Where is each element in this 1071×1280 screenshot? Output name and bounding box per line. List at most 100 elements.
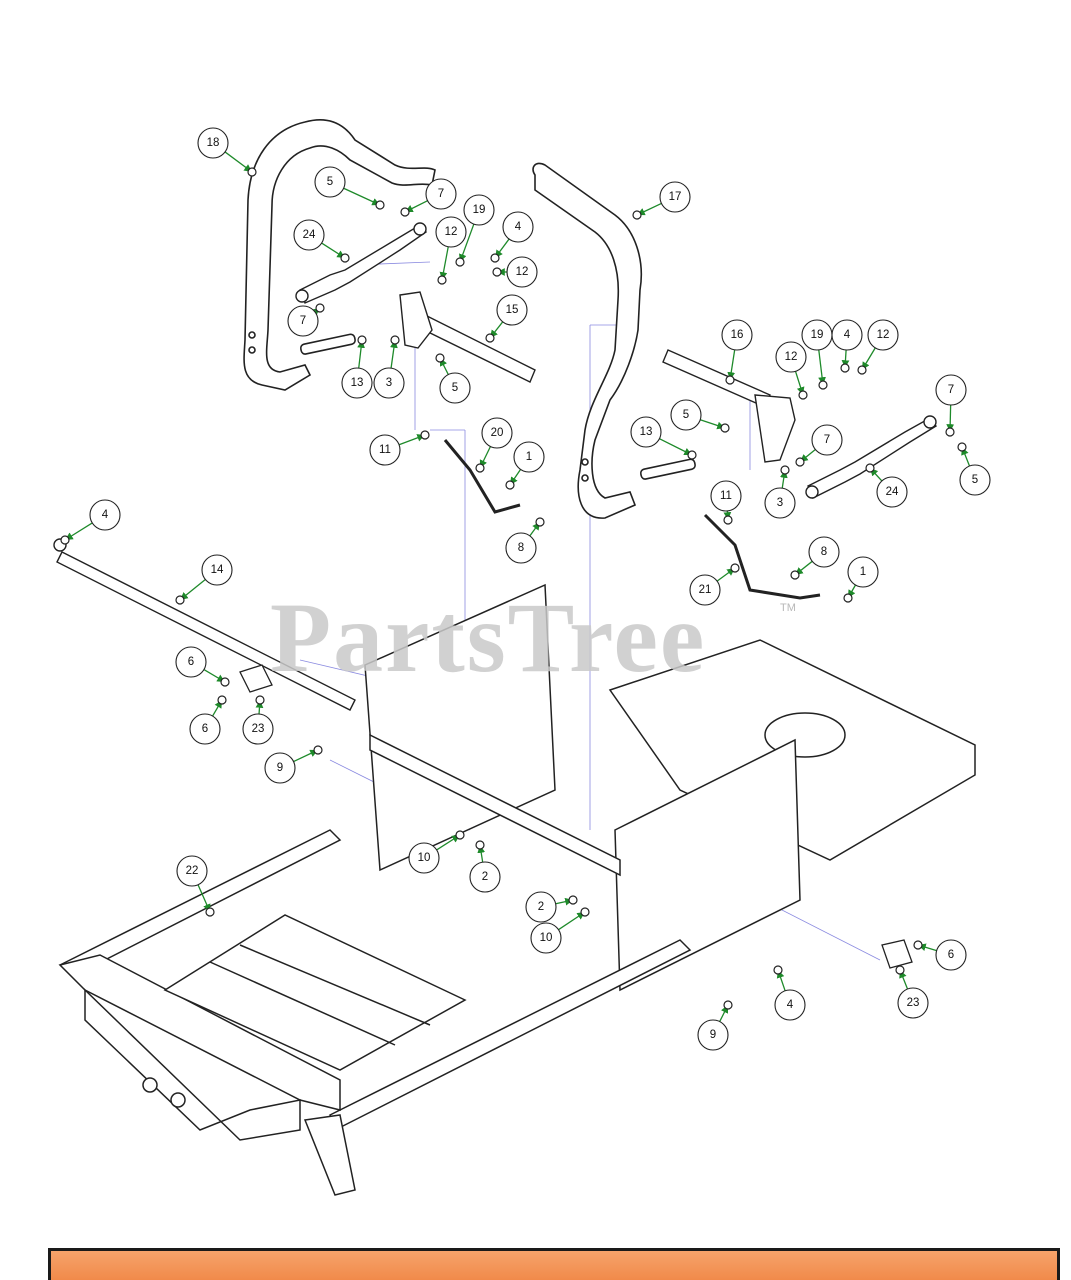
callout-circle xyxy=(496,294,528,326)
hardware-part xyxy=(313,745,323,755)
callout-bubble: 12 xyxy=(435,216,467,248)
callout-number: 1 xyxy=(860,566,866,578)
callout-circle xyxy=(670,399,702,431)
hardware-part xyxy=(895,965,905,975)
callout-number: 10 xyxy=(418,852,431,864)
callout-circle xyxy=(774,989,806,1021)
callout-circle xyxy=(469,861,501,893)
hardware-part xyxy=(580,907,590,917)
callout-circle xyxy=(867,319,899,351)
callout-circle xyxy=(435,216,467,248)
leader-line xyxy=(818,349,826,386)
callout-bubble: 5 xyxy=(959,464,991,496)
callout-circle xyxy=(502,211,534,243)
callout-number: 12 xyxy=(785,351,798,363)
leader-line xyxy=(398,434,426,446)
callout-bubble: 23 xyxy=(242,713,274,745)
callout-circle xyxy=(721,319,753,351)
callout-bubble: 19 xyxy=(801,319,833,351)
callout-number: 19 xyxy=(473,204,486,216)
callout-circle xyxy=(897,987,929,1019)
callout-circle xyxy=(287,305,319,337)
callout-bubble: 20 xyxy=(481,417,513,449)
leader-line xyxy=(390,339,398,369)
callout-circle xyxy=(513,441,545,473)
callout-number: 1 xyxy=(526,451,532,463)
hardware-part xyxy=(795,457,805,467)
callout-number: 14 xyxy=(211,564,224,576)
callout-number: 5 xyxy=(327,176,333,188)
callout-bubble: 6 xyxy=(175,646,207,678)
hardware-part xyxy=(843,593,853,603)
callout-bubble: 9 xyxy=(264,752,296,784)
callout-circle xyxy=(293,219,325,251)
callout-circle xyxy=(264,752,296,784)
callout-bubble: 7 xyxy=(811,424,843,456)
callout-number: 24 xyxy=(303,229,316,241)
callout-bubble: 11 xyxy=(369,434,401,466)
callout-number: 16 xyxy=(731,329,744,341)
callout-circle xyxy=(935,939,967,971)
callout-bubble: 4 xyxy=(831,319,863,351)
hardware-part xyxy=(632,210,642,220)
hardware-part xyxy=(247,167,257,177)
callout-bubble: 16 xyxy=(721,319,753,351)
callout-bubble: 14 xyxy=(201,554,233,586)
callout-bubble: 12 xyxy=(506,256,538,288)
hardware-part xyxy=(220,677,230,687)
hardware-part xyxy=(798,390,808,400)
hardware-part xyxy=(420,430,430,440)
hardware-part xyxy=(475,463,485,473)
hardware-part xyxy=(357,335,367,345)
hardware-part xyxy=(687,450,697,460)
callout-bubble: 13 xyxy=(630,416,662,448)
callout-bubble: 7 xyxy=(425,178,457,210)
leader-line xyxy=(439,246,449,281)
callout-number: 21 xyxy=(699,584,712,596)
callout-number: 7 xyxy=(948,384,954,396)
callout-circle xyxy=(935,374,967,406)
callout-circle xyxy=(530,922,562,954)
hardware-part xyxy=(435,353,445,363)
watermark: PartsTree xyxy=(270,582,707,693)
hardware-part xyxy=(315,303,325,313)
callout-bubble: 2 xyxy=(469,861,501,893)
shaft-15 xyxy=(399,291,536,383)
callout-bubble: 3 xyxy=(373,367,405,399)
hardware-part xyxy=(485,333,495,343)
callout-number: 4 xyxy=(844,329,851,341)
callout-bubble: 7 xyxy=(287,305,319,337)
callout-number: 2 xyxy=(482,871,488,883)
callout-circle xyxy=(525,891,557,923)
callout-number: 7 xyxy=(438,188,444,200)
callout-number: 8 xyxy=(518,542,524,554)
callout-circle xyxy=(89,499,121,531)
hardware-part xyxy=(340,253,350,263)
hardware-part xyxy=(492,267,502,277)
callout-bubble: 15 xyxy=(496,294,528,326)
callout-circle xyxy=(659,181,691,213)
hardware-part xyxy=(723,1000,733,1010)
hardware-part xyxy=(437,275,447,285)
footer-bar xyxy=(48,1248,1060,1280)
hardware-part xyxy=(730,563,740,573)
callout-circle xyxy=(847,556,879,588)
hardware-part xyxy=(455,257,465,267)
callout-number: 3 xyxy=(386,377,392,389)
callout-circle xyxy=(369,434,401,466)
shaft-16 xyxy=(662,349,796,463)
main-frame xyxy=(58,583,976,1196)
callout-circle xyxy=(775,341,807,373)
callout-circle xyxy=(505,532,537,564)
callout-bubble: 4 xyxy=(774,989,806,1021)
callout-bubble: 5 xyxy=(670,399,702,431)
hardware-part xyxy=(390,335,400,345)
callout-number: 12 xyxy=(516,266,529,278)
leader-line xyxy=(321,242,346,259)
callout-bubble: 11 xyxy=(710,480,742,512)
callout-circle xyxy=(314,166,346,198)
callout-bubble: 8 xyxy=(505,532,537,564)
callout-circle xyxy=(175,646,207,678)
callout-circle xyxy=(808,536,840,568)
hardware-part xyxy=(175,595,185,605)
